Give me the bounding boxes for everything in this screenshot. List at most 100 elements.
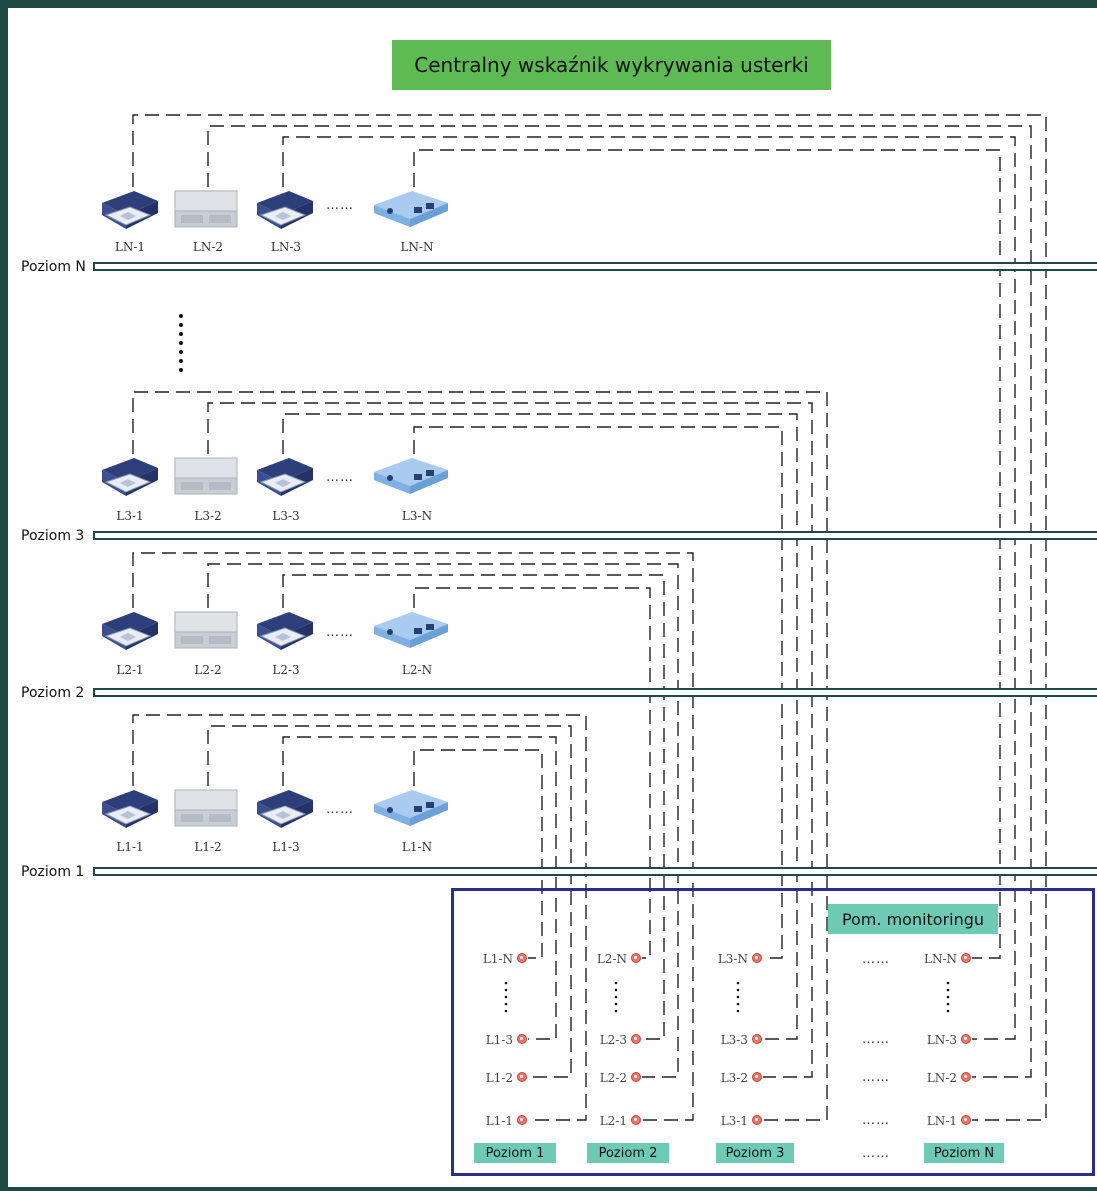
cassette-unit-icon <box>98 185 160 236</box>
vertical-ellipsis-dot <box>946 988 950 992</box>
unit-label: L2-3 <box>272 663 300 677</box>
floor-label-2: Poziom 2 <box>21 685 85 701</box>
unit-label: L1-1 <box>116 840 144 854</box>
floor-slab-1 <box>93 867 1097 876</box>
duct-unit-icon <box>370 606 450 655</box>
vertical-ellipsis-dot <box>504 988 508 992</box>
fault-lamp <box>752 953 762 963</box>
fault-lamp <box>631 1034 641 1044</box>
vertical-ellipsis-dot <box>179 368 183 372</box>
monitoring-room-label: Pom. monitoringu <box>828 904 998 934</box>
indicator-label: L1-2 <box>485 1071 513 1085</box>
indicator-label: LN-N <box>923 952 957 966</box>
ceiling-unit-icon <box>173 784 239 835</box>
ellipsis: …… <box>862 952 890 967</box>
fault-lamp <box>517 953 527 963</box>
fault-lamp <box>961 1034 971 1044</box>
signal-wire <box>282 413 798 1040</box>
ellipsis: …… <box>326 625 354 640</box>
ellipsis: …… <box>862 1146 890 1161</box>
indicator-label: L3-3 <box>720 1033 748 1047</box>
signal-wire <box>282 574 665 1040</box>
vertical-ellipsis-dot <box>946 1009 950 1013</box>
monitoring-room <box>451 888 1095 1176</box>
signal-wire <box>207 402 813 1078</box>
duct-unit-icon <box>370 452 450 501</box>
signal-wire <box>132 391 828 1121</box>
indicator-label: LN-3 <box>926 1033 957 1047</box>
central-fault-indicator-title: Centralny wskaźnik wykrywania usterki <box>392 40 831 90</box>
vertical-ellipsis-dot <box>504 981 508 985</box>
fault-lamp <box>631 953 641 963</box>
floor-slab-n <box>93 262 1097 271</box>
vertical-ellipsis-dot <box>179 332 183 336</box>
signal-wire <box>413 426 783 959</box>
signal-wire <box>413 587 651 959</box>
signal-wire <box>413 749 543 959</box>
ellipsis: …… <box>862 1113 890 1128</box>
ellipsis: …… <box>326 802 354 817</box>
unit-label: L1-3 <box>272 840 300 854</box>
vertical-ellipsis-dot <box>946 995 950 999</box>
vertical-ellipsis-dot <box>179 359 183 363</box>
vertical-ellipsis-dot <box>179 350 183 354</box>
unit-label: LN-1 <box>114 240 146 254</box>
vertical-ellipsis-dot <box>946 981 950 985</box>
signal-wire <box>132 714 587 1121</box>
vertical-ellipsis-dot <box>736 988 740 992</box>
ellipsis: …… <box>326 198 354 213</box>
fault-lamp <box>631 1072 641 1082</box>
vertical-ellipsis-dot <box>504 995 508 999</box>
fault-lamp <box>517 1072 527 1082</box>
unit-label: L3-3 <box>272 509 300 523</box>
cassette-unit-icon <box>253 452 315 503</box>
cassette-unit-icon <box>253 185 315 236</box>
floor-label-3: Poziom 3 <box>21 528 85 544</box>
vertical-ellipsis-dot <box>736 995 740 999</box>
fault-lamp <box>961 1115 971 1125</box>
cassette-unit-icon <box>253 784 315 835</box>
vertical-ellipsis-dot <box>736 1002 740 1006</box>
unit-label: L2-N <box>401 663 433 677</box>
vertical-ellipsis-dot <box>736 981 740 985</box>
vertical-ellipsis-dot <box>614 981 618 985</box>
indicator-label: L2-N <box>596 952 627 966</box>
vertical-ellipsis-dot <box>736 1009 740 1013</box>
vertical-ellipsis-dot <box>179 323 183 327</box>
vertical-ellipsis-dot <box>504 1002 508 1006</box>
indicator-label: LN-2 <box>926 1071 957 1085</box>
unit-label: LN-2 <box>192 240 224 254</box>
indicator-label: L3-2 <box>720 1071 748 1085</box>
floor-slab-3 <box>93 531 1097 540</box>
unit-label: L3-2 <box>194 509 222 523</box>
column-badge-poziom-3: Poziom 3 <box>716 1143 794 1163</box>
indicator-label: L2-3 <box>599 1033 627 1047</box>
fault-lamp <box>517 1034 527 1044</box>
vertical-ellipsis-dot <box>504 1009 508 1013</box>
unit-label: L3-N <box>401 509 433 523</box>
unit-label: L1-N <box>401 840 433 854</box>
ellipsis: …… <box>326 470 354 485</box>
fault-lamp <box>517 1115 527 1125</box>
indicator-label: LN-1 <box>926 1114 957 1128</box>
ceiling-unit-icon <box>173 606 239 657</box>
vertical-ellipsis-dot <box>179 341 183 345</box>
indicator-label: L1-N <box>482 952 513 966</box>
vertical-ellipsis-dot <box>614 995 618 999</box>
signal-wire <box>282 136 1016 1040</box>
vertical-ellipsis-dot <box>614 1002 618 1006</box>
signal-wire <box>132 114 1047 1121</box>
indicator-label: L1-1 <box>485 1114 513 1128</box>
indicator-label: L3-N <box>717 952 748 966</box>
signal-wire <box>132 552 694 1121</box>
floor-label-n: Poziom N <box>21 259 86 275</box>
floor-label-1: Poziom 1 <box>21 864 85 880</box>
unit-label: L2-2 <box>194 663 222 677</box>
fault-lamp <box>961 953 971 963</box>
cassette-unit-icon <box>253 606 315 657</box>
ceiling-unit-icon <box>173 452 239 503</box>
cassette-unit-icon <box>98 784 160 835</box>
unit-label: L3-1 <box>116 509 144 523</box>
fault-lamp <box>631 1115 641 1125</box>
